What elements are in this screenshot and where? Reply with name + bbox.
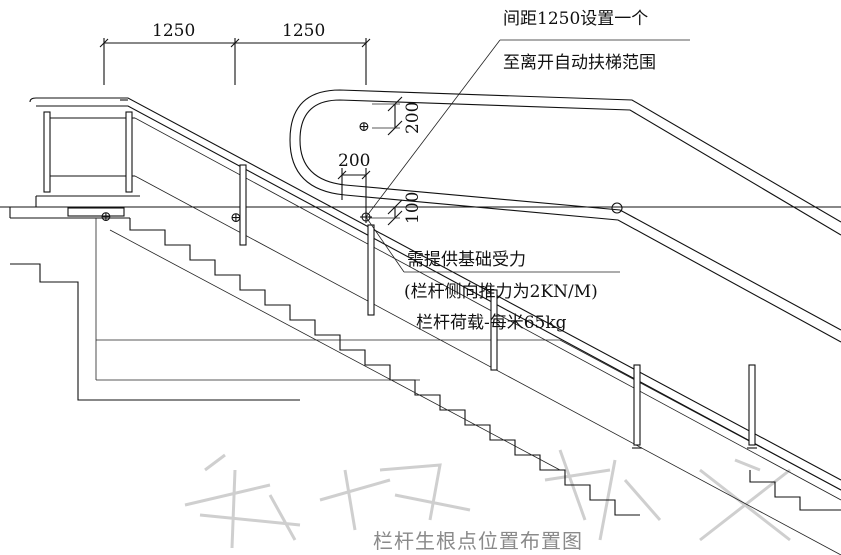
top-dimension-chain xyxy=(99,38,371,85)
spacing-note-line2: 至离开自动扶梯范围 xyxy=(503,53,656,73)
spacing-note-line1: 间距1250设置一个 xyxy=(503,9,648,29)
force-leader xyxy=(365,216,620,273)
force-note-line1: 需提供基础受力 xyxy=(407,250,526,270)
handrail xyxy=(29,97,841,555)
anchor-marker-mid: ⊕ xyxy=(230,210,242,226)
dimension-label-1250-left: 1250 xyxy=(152,21,195,41)
escalator-balustrade xyxy=(289,89,841,343)
force-note-line3: 栏杆荷载-每米65kg xyxy=(416,313,567,333)
dimension-label-1250-right: 1250 xyxy=(282,21,325,41)
force-note-line2: (栏杆侧向推力为2KN/M) xyxy=(404,282,598,302)
dimension-100-vertical xyxy=(370,199,403,226)
floor-slab xyxy=(0,195,841,401)
dimension-label-100-vertical: 100 xyxy=(403,192,423,224)
dimension-label-200-horizontal: 200 xyxy=(338,151,370,171)
anchor-marker-escalator: ⊕ xyxy=(358,119,370,135)
dimension-200-vertical xyxy=(372,96,403,136)
anchor-marker-left: ⊕ xyxy=(100,209,112,225)
dimension-label-200-vertical: 200 xyxy=(403,102,423,134)
spacing-leader xyxy=(365,39,690,218)
stair-steps xyxy=(95,218,841,516)
drawing-caption: 栏杆生根点位置布置图 xyxy=(373,529,583,553)
railing-posts xyxy=(43,111,757,449)
dimension-200-horizontal xyxy=(337,168,371,218)
